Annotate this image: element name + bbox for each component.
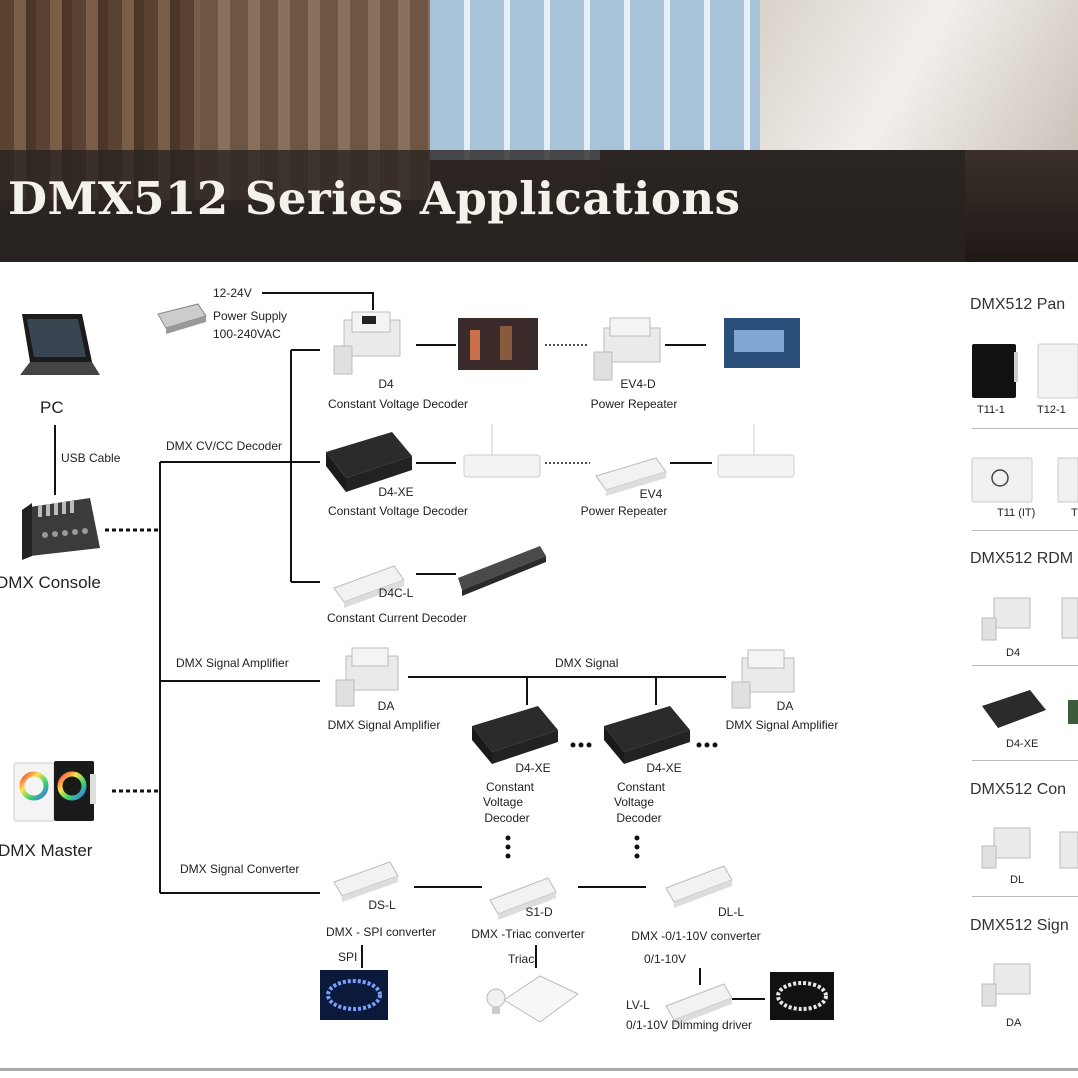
d4xe-model: D4-XE [378,485,414,499]
dsl-desc: DMX - SPI converter [325,925,437,939]
laptop-icon [20,314,100,375]
sidebar-item-da[interactable]: DA [1006,1017,1022,1029]
da-device-icon-2 [731,649,795,709]
sidebar-divider [972,428,1078,429]
d4-desc: Constant Voltage Decoder [327,397,469,411]
lvl-device-icon [665,983,733,1026]
d4-device-icon [333,311,401,375]
led-bar-icon [458,546,546,596]
spi-strip-image [320,970,388,1020]
title-band [0,150,965,262]
header-banner: DMX512 Series Applications [0,0,1078,262]
d4xe-a-device-icon [472,706,558,764]
sidebar-item-d4[interactable]: D4 [1006,647,1021,659]
ev4d-device-icon [593,317,661,381]
d4xe-a-line2: Voltage [482,795,524,809]
decoder-branch-label: DMX CV/CC Decoder [166,439,283,453]
amplifier-branch-label: DMX Signal Amplifier [176,656,289,670]
white-strip-image [770,972,834,1020]
master-label: DMX Master [0,841,93,860]
ev4-device-icon [595,457,667,496]
d4xe-b-line1: Constant [616,780,666,794]
s1d-device-icon [489,877,557,920]
sidebar-divider [972,665,1078,666]
d4cl-model: D4C-L [378,586,414,600]
sidebar-rdm-d4-thumb [993,597,1031,629]
power-name-label: Power Supply [213,309,288,323]
power-supply-icon [157,303,207,334]
sidebar-heading-rdm[interactable]: DMX512 RDM [970,550,1074,567]
dmx-signal-label: DMX Signal [555,656,619,670]
sidebar-item-t12-1[interactable]: T12-1 [1037,404,1066,416]
sidebar-sig-da-thumb [993,963,1031,995]
dll-output-label: 0/1-10V [644,952,687,966]
ev4-model: EV4 [639,487,663,501]
d4-model: D4 [378,377,394,391]
usb-cable-label: USB Cable [61,451,121,465]
dll-desc: DMX -0/1-10V converter [631,929,761,943]
converter-branch-label: DMX Signal Converter [180,862,300,876]
sidebar-panel-thumb-3 [971,457,1033,503]
d4xe-b-line3: Decoder [616,811,662,825]
sidebar-heading-panels[interactable]: DMX512 Pan [970,296,1066,313]
window-panel [430,0,760,160]
lvl-desc: 0/1-10V Dimming driver [626,1018,753,1032]
da-device-icon-1 [335,647,399,707]
power-input-label: 100-240VAC [213,327,281,341]
sidebar-divider [972,896,1078,897]
ev4d-model: EV4-D [620,377,656,391]
d4xe-a-line3: Decoder [484,811,530,825]
sidebar-item-dl[interactable]: DL [1010,874,1025,886]
da1-desc: DMX Signal Amplifier [327,718,441,732]
sidebar-item-d4xe[interactable]: D4-XE [1006,738,1039,750]
da1-model: DA [377,699,395,713]
d4xe-b-model: D4-XE [646,761,682,775]
bottom-divider [0,1068,1078,1071]
console-icon [22,498,100,560]
dll-device-icon [665,865,733,908]
spi-output-label: SPI [338,950,358,964]
da2-model: DA [776,699,794,713]
d4xe-b-line2: Voltage [613,795,655,809]
d4xe-a-line1: Constant [485,780,535,794]
sidebar-heading-con[interactable]: DMX512 Con [970,781,1067,798]
sidebar-item-t11-1[interactable]: T11-1 [977,404,1005,416]
sidebar-panel-thumb-1 [972,344,1016,398]
s1d-model: S1-D [525,905,553,919]
sidebar-divider [972,530,1078,531]
page-title: DMX512 Series Applications [8,172,741,225]
power-voltage-label: 12-24V [213,286,252,300]
sidebar-con-dl-thumb [993,827,1031,859]
sidebar-heading-sig[interactable]: DMX512 Sign [970,917,1069,934]
da2-desc: DMX Signal Amplifier [725,718,839,732]
lvl-model: LV-L [626,998,650,1012]
d4xe-b-device-icon [604,706,690,764]
d4xe-desc: Constant Voltage Decoder [327,504,469,518]
s1d-desc: DMX -Triac converter [471,927,585,941]
dsl-device-icon [333,861,399,902]
linear-light-icon-2 [717,454,795,478]
sidebar-panel-thumb-2 [1037,343,1078,399]
pc-label: PC [40,398,64,417]
sidebar-item-t11-it[interactable]: T11 (IT) [997,507,1036,519]
dll-model: DL-L [717,905,745,919]
sidebar-rdm-d4xe-thumb [982,690,1046,728]
sidebar-item-t[interactable]: T [1071,507,1078,519]
d4cl-device-icon [333,565,405,608]
linear-light-icon-1 [463,454,541,478]
console-label: DMX Console [0,573,101,592]
master-panel-icon [13,761,96,822]
d4xe-a-model: D4-XE [515,761,551,775]
ev4-desc: Power Repeater [580,504,668,518]
triac-output-label: Triac [508,952,535,966]
ev4d-desc: Power Repeater [590,397,678,411]
bulb-icon [486,988,506,1014]
d4cl-desc: Constant Current Decoder [326,611,468,625]
d4xe-device-icon [326,432,412,492]
dsl-model: DS-L [368,898,396,912]
sidebar-divider [972,760,1078,761]
downlight-icon [503,975,579,1023]
